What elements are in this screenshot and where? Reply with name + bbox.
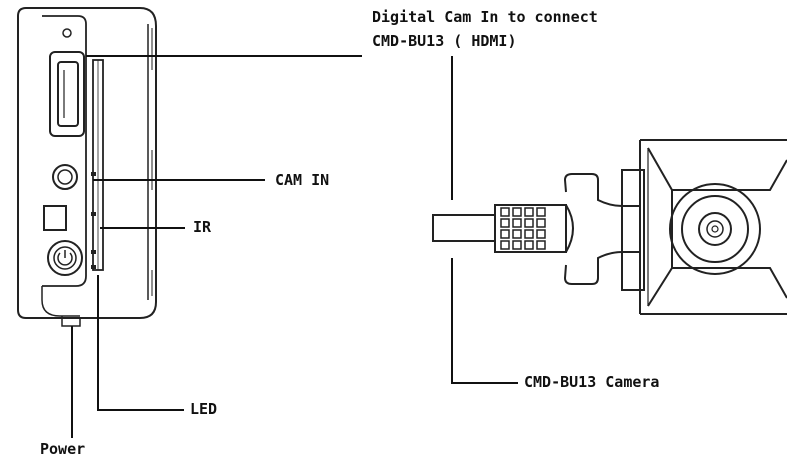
power-label: Power <box>40 440 86 458</box>
cam-in-label: CAM IN <box>275 171 330 189</box>
camera-callout-lines <box>451 56 518 384</box>
hdmi-label-line1: Digital Cam In to connect <box>372 8 598 26</box>
led-label: LED <box>190 400 218 418</box>
camera-label: CMD-BU13 Camera <box>524 373 660 391</box>
recorder-device <box>17 7 157 327</box>
camera-assembly <box>432 139 787 315</box>
hdmi-label-line2: CMD-BU13 ( HDMI) <box>372 32 517 50</box>
device-callout-lines <box>71 55 362 438</box>
ir-label: IR <box>193 218 212 236</box>
